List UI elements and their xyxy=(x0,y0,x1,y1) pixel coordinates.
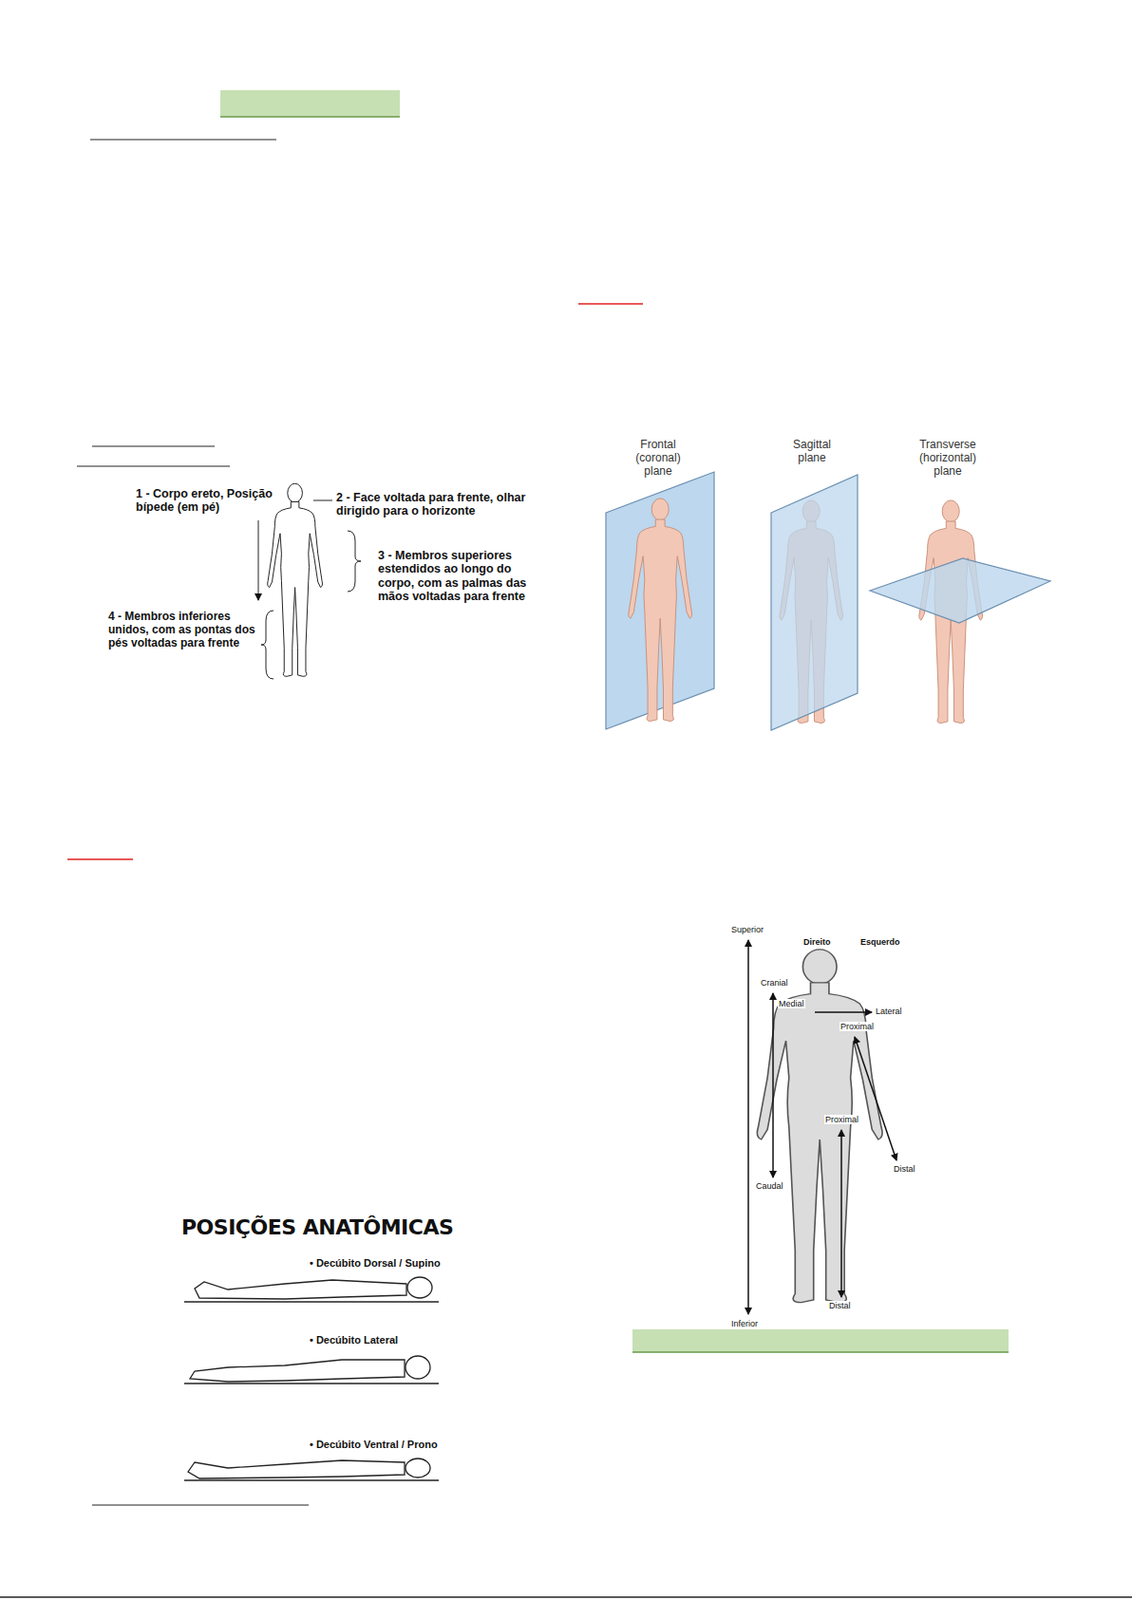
highlight-bar xyxy=(220,90,400,117)
figure-shape xyxy=(771,474,858,731)
position-label: • Decúbito Lateral xyxy=(309,1334,398,1347)
anatomical-figure xyxy=(267,483,323,677)
direction-label: Superior xyxy=(731,924,764,935)
direction-label: Distal xyxy=(892,1164,917,1174)
underline xyxy=(76,466,230,468)
page-rule xyxy=(0,1596,1132,1599)
plane-label: Frontal (coronal) plane xyxy=(626,438,690,478)
figure-shape xyxy=(184,1382,439,1384)
figure-shape xyxy=(407,1277,433,1299)
figure-shape xyxy=(258,520,260,601)
direction-label: Caudal xyxy=(754,1181,785,1191)
underline xyxy=(90,139,277,141)
figure-shape xyxy=(854,1037,897,1161)
figure-shape xyxy=(814,1011,872,1014)
section-heading: POSIÇÕES ANATÔMICAS xyxy=(181,1215,453,1240)
bar-underline xyxy=(632,1351,1009,1354)
underline xyxy=(92,446,215,448)
sagittal-plane-figure xyxy=(771,474,858,731)
direction-label: Esquerdo xyxy=(860,937,901,947)
figure-shape xyxy=(189,1359,405,1382)
figure-shape xyxy=(405,1458,431,1478)
figure-shape xyxy=(756,949,883,1303)
position-label: • Decúbito Dorsal / Supino xyxy=(309,1257,441,1270)
figure-shape xyxy=(184,1301,439,1302)
direction-label: Inferior xyxy=(731,1319,758,1329)
figure-shape xyxy=(605,471,715,730)
direction-label: Proximal xyxy=(824,1114,860,1125)
position-label: • Decúbito Ventral / Prono xyxy=(309,1438,438,1452)
bar-underline xyxy=(220,115,400,118)
figure-shape xyxy=(184,1479,439,1481)
plane-label: Sagittal plane xyxy=(783,438,841,466)
plane-label: Transverse (horizontal) plane xyxy=(909,438,986,478)
figure-shape xyxy=(188,1460,405,1479)
callout-leaders xyxy=(258,500,361,680)
decubitus-figures xyxy=(184,1277,439,1481)
transverse-plane-figure xyxy=(869,500,1051,724)
figure-shape xyxy=(194,1280,407,1300)
figure-shape xyxy=(869,558,1051,623)
figure-shape xyxy=(628,498,693,722)
underline xyxy=(92,1505,309,1507)
frontal-plane-figure xyxy=(605,471,715,730)
callout-text: 3 - Membros superiores estendidos ao lon… xyxy=(377,548,548,604)
figure-shape xyxy=(313,500,333,502)
direction-label: Cranial xyxy=(759,978,790,988)
figure-shape xyxy=(840,1130,843,1298)
direction-label: Lateral xyxy=(874,1006,904,1017)
figure-shape xyxy=(267,483,323,677)
callout-text: 1 - Corpo ereto, Posição bípede (em pé) xyxy=(135,487,279,515)
highlight-bar xyxy=(632,1329,1009,1353)
figure-shape xyxy=(628,498,693,722)
red-underline xyxy=(67,858,133,861)
direction-label: Distal xyxy=(828,1301,852,1311)
red-underline xyxy=(578,302,643,305)
callout-text: 2 - Face voltada para frente, olhar diri… xyxy=(336,490,541,519)
callout-text: 4 - Membros inferiores unidos, com as po… xyxy=(108,610,263,650)
direction-figure xyxy=(756,949,883,1303)
direction-arrows xyxy=(748,940,897,1315)
figure-shape xyxy=(405,1356,431,1379)
figure-shape xyxy=(747,940,750,1315)
figure-shape xyxy=(261,610,274,680)
direction-label: Proximal xyxy=(839,1021,875,1032)
figure-shape xyxy=(347,530,361,592)
direction-label: Medial xyxy=(777,999,806,1009)
direction-label: Direito xyxy=(803,937,831,947)
figure-shape xyxy=(772,993,774,1178)
